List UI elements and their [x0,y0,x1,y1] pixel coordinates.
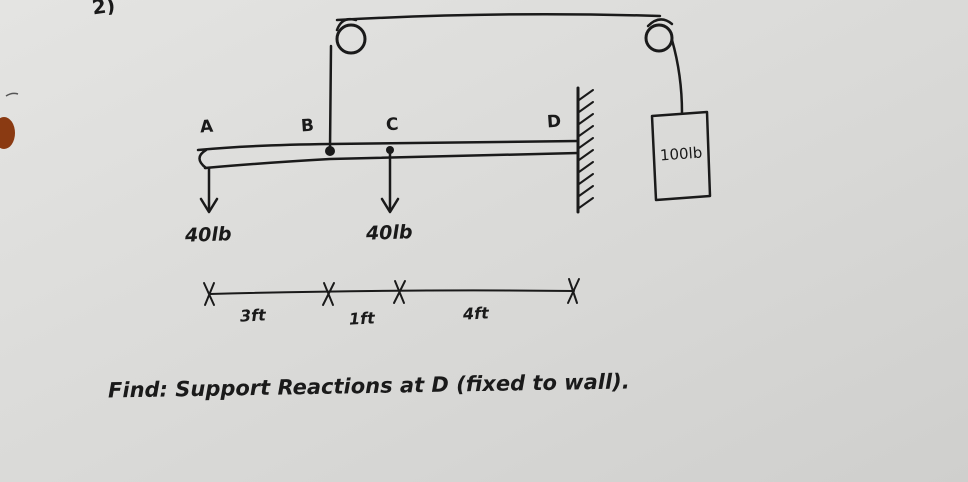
dim-tick-d [567,278,580,304]
margin-mark [5,92,19,97]
pulley-right [644,23,674,53]
beam-end-a [198,148,208,170]
rope-to-weight [670,38,684,115]
weight-box [650,110,712,202]
rope-top [335,12,662,22]
dimension-line [209,289,575,295]
point-c-dot [386,146,394,154]
problem-number: 2) [90,0,117,20]
dim-label-1ft: 1ft [348,308,376,329]
load-label-c: 40lb [365,221,413,245]
label-point-b: B [300,115,315,137]
beam-top-edge [196,139,580,152]
load-arrowhead-a [199,197,219,214]
dim-label-3ft: 3ft [239,305,267,326]
dim-tick-c [393,280,406,304]
dim-label-4ft: 4ft [462,303,490,324]
beam-bottom-edge [203,151,580,170]
dim-tick-a [203,282,215,306]
weight-label: 100lb [659,143,703,165]
point-b-dot [325,146,335,156]
binder-clip [0,117,15,149]
load-arrowhead-c [380,197,400,214]
label-point-a: A [199,116,214,138]
pulley-left [335,23,367,55]
rope-vertical-b [328,44,333,152]
dim-tick-b [322,282,335,306]
label-point-d: D [546,111,562,133]
load-label-a: 40lb [184,223,232,247]
wall-hatching [578,89,594,209]
label-point-c: C [385,114,400,136]
